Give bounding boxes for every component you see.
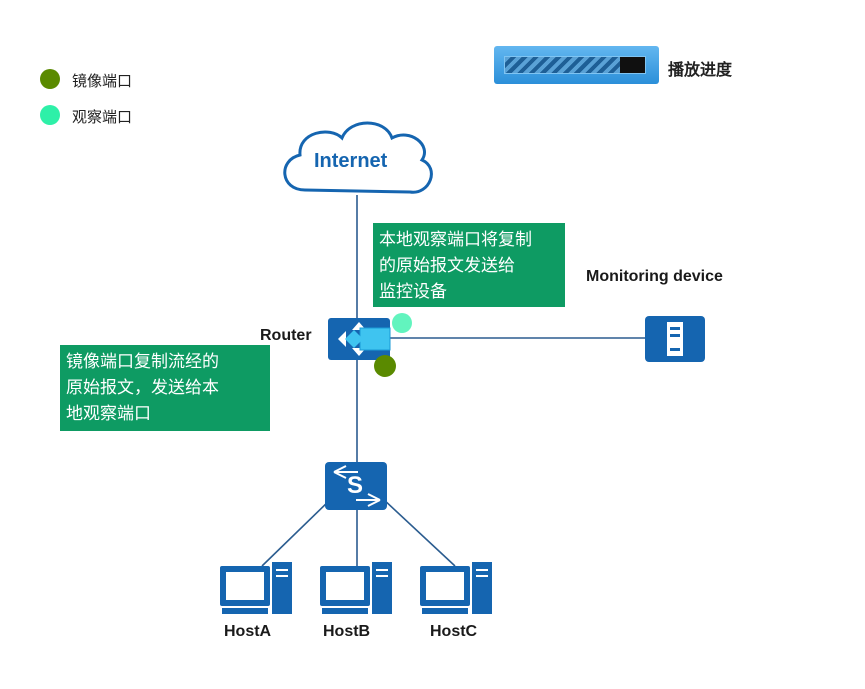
host-b-icon [320, 562, 392, 614]
observe-port-dot [392, 313, 412, 333]
observe-port-legend-label: 观察端口 [72, 108, 133, 126]
internet-label: Internet [314, 150, 388, 172]
observe-note-line: 的原始报文发送给 [379, 256, 515, 276]
playback-progress-label: 播放进度 [668, 60, 733, 79]
router-label: Router [260, 327, 312, 344]
mirror-note-line: 原始报文，发送给本 [66, 378, 219, 398]
switch-glyph: S [347, 472, 364, 499]
progress-fill [505, 57, 620, 73]
host-b-label: HostB [323, 623, 371, 640]
link-switch-hostc [381, 497, 456, 567]
observe-note-line: 本地观察端口将复制 [379, 230, 532, 250]
host-c-icon [420, 562, 492, 614]
mirror-port-dot [374, 355, 396, 377]
internet-cloud-icon [283, 121, 433, 194]
host-a-icon [220, 562, 292, 614]
switch-icon [325, 462, 387, 510]
monitoring-device-label: Monitoring device [586, 268, 723, 285]
mirror-port-legend-label: 镜像端口 [72, 72, 133, 90]
mirror-note-line: 镜像端口复制流经的 [66, 352, 219, 372]
observe-note-line: 监控设备 [379, 282, 447, 302]
playback-progress-bar[interactable] [494, 46, 659, 84]
link-switch-hosta [261, 497, 333, 567]
mirror-port-legend-dot [40, 69, 60, 89]
observe-port-note: 本地观察端口将复制 的原始报文发送给 监控设备 [373, 223, 565, 307]
host-c-label: HostC [430, 623, 478, 640]
mirror-note-line: 地观察端口 [66, 404, 151, 424]
router-icon [328, 318, 391, 360]
monitoring-device-icon [645, 316, 705, 362]
mirror-port-note: 镜像端口复制流经的 原始报文，发送给本 地观察端口 [60, 345, 270, 431]
progress-track [504, 56, 646, 74]
host-a-label: HostA [224, 623, 272, 640]
observe-port-legend-dot [40, 105, 60, 125]
